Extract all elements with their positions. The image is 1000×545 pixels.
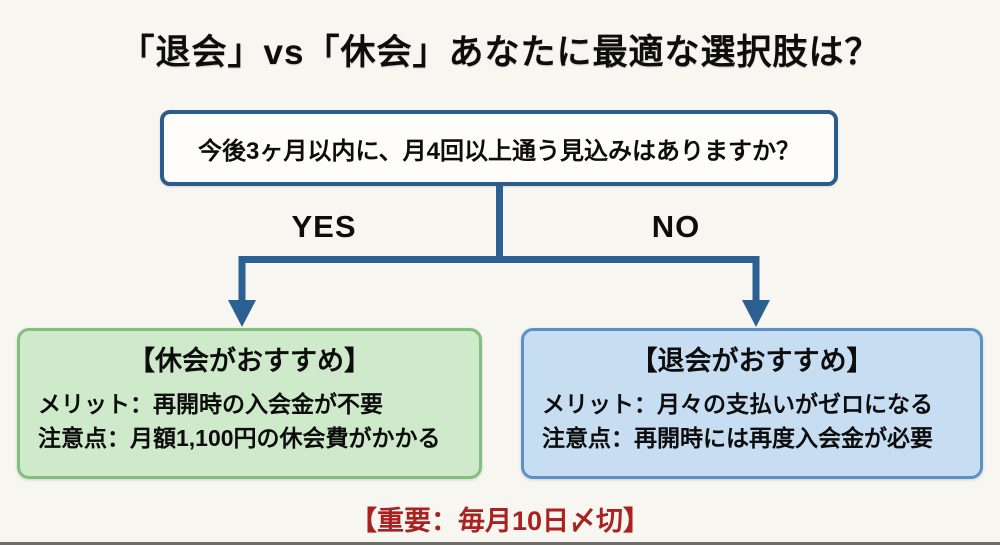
outcome-cancel-title: 【退会がおすすめ】 — [630, 346, 874, 376]
question-box: 今後3ヶ月以内に、月4回以上通う見込みはありますか？ — [160, 110, 838, 186]
outcome-pause-merit: メリット：再開時の入会金が不要 — [38, 391, 383, 417]
page-title: 「退会」vs「休会」あなたに最適な選択肢は？ — [119, 33, 881, 72]
arrow-down-right-icon — [742, 300, 770, 327]
arrow-down-left-icon — [228, 300, 256, 327]
outcome-card-cancel: 【退会がおすすめ】 メリット：月々の支払いがゼロになる 注意点：再開時には再度入… — [521, 328, 983, 479]
outcome-pause-title: 【休会がおすすめ】 — [128, 346, 371, 376]
outcome-cancel-merit: メリット：月々の支払いがゼロになる — [542, 391, 933, 417]
outcome-cancel-caution: 注意点：再開時には再度入会金が必要 — [542, 425, 933, 451]
deadline-note: 【重要：毎月10日〆切】 — [349, 506, 651, 536]
branch-label-no: NO — [651, 209, 701, 244]
question-text: 今後3ヶ月以内に、月4回以上通う見込みはありますか？ — [198, 137, 800, 165]
outcome-pause-caution: 注意点：月額1,100円の休会費がかかる — [38, 425, 441, 451]
outcome-card-pause: 【休会がおすすめ】 メリット：再開時の入会金が不要 注意点：月額1,100円の休… — [17, 328, 482, 479]
branch-label-yes: YES — [291, 209, 357, 244]
bottom-edge-divider — [0, 542, 1000, 545]
